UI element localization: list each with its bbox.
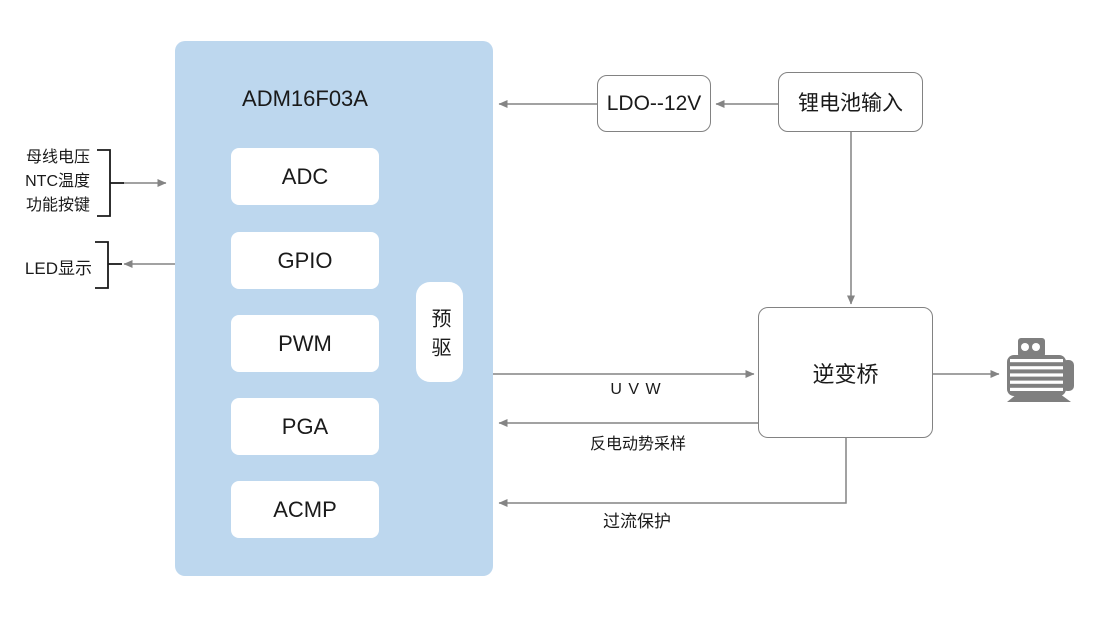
block-pga: PGA: [231, 398, 379, 455]
overcurrent-protection-label: 过流保护: [603, 512, 671, 531]
bracket-input-signals: [97, 149, 111, 217]
input-signal-bus-voltage: 母线电压: [25, 149, 90, 166]
input-signal-labels: 母线电压 NTC温度 功能按键: [16, 146, 90, 218]
input-signal-function-key: 功能按键: [25, 197, 90, 214]
block-pwm: PWM: [231, 315, 379, 372]
motor-icon: [1007, 338, 1074, 402]
chip-title: ADM16F03A: [242, 86, 368, 111]
block-predriver: 预驱: [416, 282, 463, 382]
bracket-led-display: [95, 241, 109, 289]
box-battery-input: 锂电池输入: [778, 72, 923, 132]
uvw-wire-label: U V W: [610, 381, 662, 398]
block-adc: ADC: [231, 148, 379, 205]
led-display-label: LED显示: [24, 259, 92, 278]
box-ldo: LDO--12V: [597, 75, 711, 132]
box-inverter-bridge: 逆变桥: [758, 307, 933, 438]
block-acmp: ACMP: [231, 481, 379, 538]
input-signal-ntc-temp: NTC温度: [25, 173, 90, 190]
back-emf-sampling-label: 反电动势采样: [589, 436, 686, 453]
block-gpio: GPIO: [231, 232, 379, 289]
